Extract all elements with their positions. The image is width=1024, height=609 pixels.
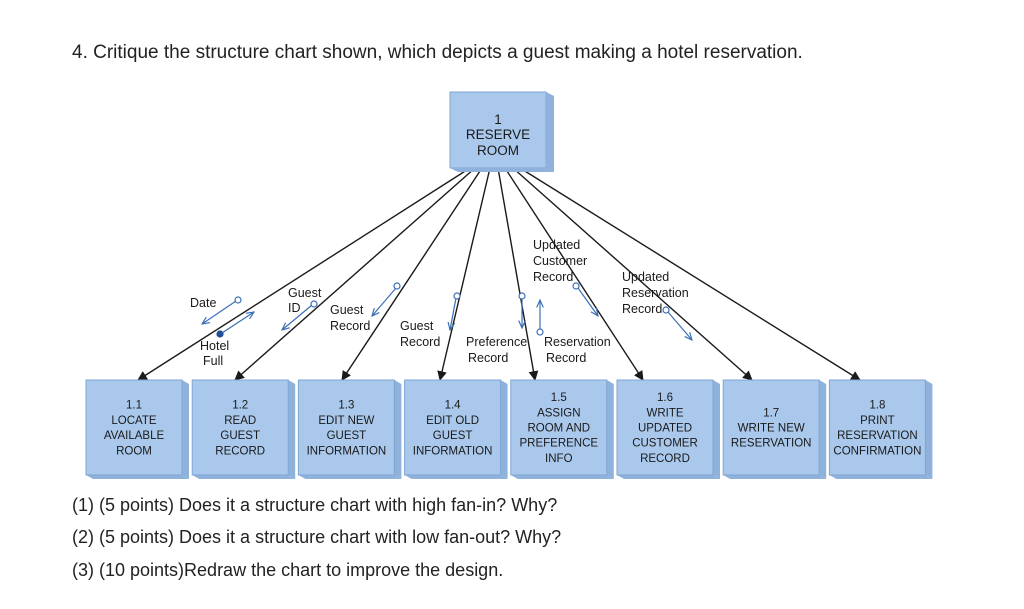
couple-hotelfull-arrow bbox=[221, 312, 254, 334]
couple-updcust-arrow bbox=[577, 287, 598, 316]
connector-1-8 bbox=[519, 167, 861, 381]
label-date: Date bbox=[190, 296, 216, 310]
couple-hotelfull-dot bbox=[216, 330, 224, 338]
module-root: 1 RESERVE ROOM bbox=[449, 91, 554, 172]
module-label-line: WRITE bbox=[646, 407, 683, 419]
couple-guestid-arrow bbox=[282, 304, 313, 330]
couple-guestrec-b-arrow bbox=[450, 297, 457, 330]
connector-1-3 bbox=[341, 167, 483, 381]
module-label-line: INFORMATION bbox=[413, 445, 493, 457]
label-hotel-full-2: Full bbox=[203, 354, 223, 368]
module-number: 1.7 bbox=[763, 407, 779, 419]
label-guest-record-a-2: Record bbox=[330, 319, 370, 333]
couple-pref-circle bbox=[518, 292, 526, 300]
label-upd-resv-3: Record bbox=[622, 302, 662, 316]
label-guest-id-2: ID bbox=[288, 301, 301, 315]
connector-1-4 bbox=[437, 167, 491, 381]
module-number: 1.1 bbox=[126, 400, 142, 412]
module-label-line: GUEST bbox=[220, 430, 260, 442]
couple-guestid-circle bbox=[310, 300, 318, 308]
label-pref-1: Preference bbox=[466, 335, 527, 349]
module-number: 1.2 bbox=[232, 400, 248, 412]
module-number: 1.4 bbox=[445, 400, 462, 412]
couple-updresv-arrow bbox=[667, 311, 692, 340]
couple-date-arrow bbox=[202, 300, 237, 324]
module-label-line: GUEST bbox=[327, 430, 367, 442]
module-label-line: ASSIGN bbox=[537, 407, 580, 419]
module-label-line: INFORMATION bbox=[307, 445, 387, 457]
subquestion-1: (1) (5 points) Does it a structure chart… bbox=[72, 495, 558, 515]
module-label-line: ROOM bbox=[116, 445, 152, 457]
label-guest-id-1: Guest bbox=[288, 286, 322, 300]
root-number: 1 bbox=[494, 112, 502, 127]
couple-updresv-circle bbox=[662, 306, 670, 314]
module-number: 1.8 bbox=[869, 400, 885, 412]
couple-resv-circle bbox=[536, 328, 544, 336]
connectors bbox=[137, 167, 861, 381]
module-label-line: EDIT OLD bbox=[426, 415, 479, 427]
label-upd-cust-1: Updated bbox=[533, 238, 580, 252]
label-pref-2: Record bbox=[468, 351, 508, 365]
connector-1-2 bbox=[234, 167, 476, 381]
module-label-line: PREFERENCE bbox=[519, 438, 598, 450]
module-label-line: READ bbox=[224, 415, 256, 427]
module-label-line: GUEST bbox=[433, 430, 473, 442]
root-line1: RESERVE bbox=[466, 127, 530, 142]
module-label-line: RESERVATION bbox=[837, 430, 918, 442]
label-hotel-full-1: Hotel bbox=[200, 339, 229, 353]
module-label-line: RECORD bbox=[640, 453, 690, 465]
question-heading: 4. Critique the structure chart shown, w… bbox=[72, 42, 803, 63]
label-upd-resv-1: Updated bbox=[622, 270, 669, 284]
module-label-line: ROOM AND bbox=[527, 423, 590, 435]
module-label-line: RESERVATION bbox=[731, 438, 812, 450]
label-upd-cust-2: Customer bbox=[533, 254, 587, 268]
module-label-line: LOCATE bbox=[111, 415, 156, 427]
label-upd-cust-3: Record bbox=[533, 270, 573, 284]
module-label-line: INFO bbox=[545, 453, 573, 465]
label-upd-resv-2: Reservation bbox=[622, 286, 689, 300]
module-label-line: CONFIRMATION bbox=[833, 445, 921, 457]
connector-1-7 bbox=[512, 167, 753, 381]
module-label-line: CUSTOMER bbox=[632, 438, 698, 450]
module-label-line: PRINT bbox=[860, 415, 895, 427]
label-guest-record-b-2: Record bbox=[400, 335, 440, 349]
subquestion-3: (3) (10 points)Redraw the chart to impro… bbox=[72, 560, 504, 580]
label-resv-2: Record bbox=[546, 351, 586, 365]
connector-1-1 bbox=[137, 167, 471, 381]
couple-guestrec-a-arrow bbox=[372, 287, 397, 316]
module-label-line: WRITE NEW bbox=[738, 423, 805, 435]
couple-guestrec-b-circle bbox=[453, 292, 461, 300]
module-number: 1.6 bbox=[657, 392, 673, 404]
couple-date-circle bbox=[234, 296, 242, 304]
module-label-line: UPDATED bbox=[638, 423, 692, 435]
module-label-line: AVAILABLE bbox=[104, 430, 165, 442]
couple-labels: Date Hotel Full Guest ID Guest Record Gu… bbox=[190, 238, 689, 368]
data-couples bbox=[202, 282, 692, 340]
root-line2: ROOM bbox=[477, 143, 519, 158]
couple-guestrec-a-circle bbox=[393, 282, 401, 290]
module-number: 1.3 bbox=[338, 400, 354, 412]
connector-1-5 bbox=[497, 167, 539, 381]
label-guest-record-b-1: Guest bbox=[400, 319, 434, 333]
label-resv-1: Reservation bbox=[544, 335, 611, 349]
connector-1-6 bbox=[504, 167, 644, 381]
subquestion-2: (2) (5 points) Does it a structure chart… bbox=[72, 527, 562, 547]
couple-updcust-circle bbox=[572, 282, 580, 290]
module-label-line: EDIT NEW bbox=[318, 415, 374, 427]
module-number: 1.5 bbox=[551, 392, 567, 404]
module-label-line: RECORD bbox=[215, 445, 265, 457]
label-guest-record-a-1: Guest bbox=[330, 303, 364, 317]
